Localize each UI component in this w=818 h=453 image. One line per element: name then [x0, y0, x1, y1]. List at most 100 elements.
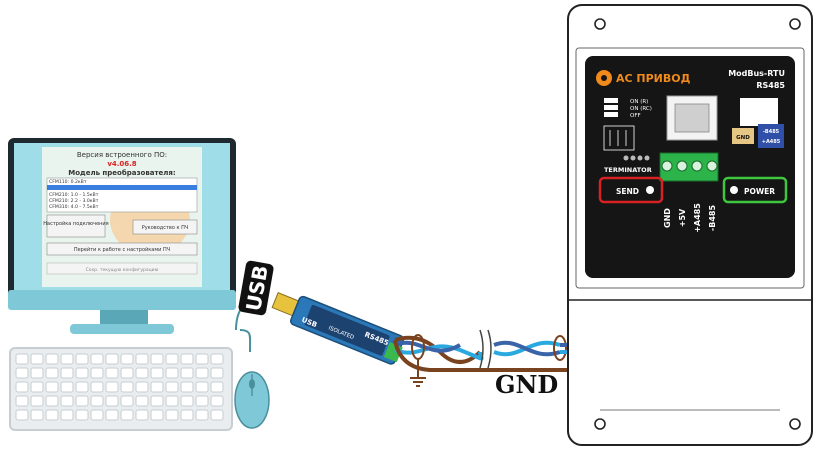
keyboard-key[interactable]: [45, 381, 59, 393]
keyboard-key[interactable]: [195, 353, 209, 365]
mouse[interactable]: [234, 371, 270, 429]
keyboard-key[interactable]: [210, 409, 224, 421]
terminal-screw[interactable]: [691, 160, 703, 172]
keyboard-key[interactable]: [45, 409, 59, 421]
model-item-5[interactable]: CFM310: 4.0 - 7.5кВт: [49, 204, 99, 210]
keyboard-key[interactable]: [105, 353, 119, 365]
keyboard-key[interactable]: [180, 395, 194, 407]
keyboard-key[interactable]: [180, 381, 194, 393]
keyboard-key[interactable]: [15, 381, 29, 393]
keyboard-key[interactable]: [30, 395, 44, 407]
keyboard-key[interactable]: [90, 409, 104, 421]
keyboard-key[interactable]: [45, 367, 59, 379]
keyboard-key[interactable]: [30, 381, 44, 393]
mount-hole-tr: [789, 18, 801, 30]
keyboard-key[interactable]: [210, 367, 224, 379]
keyboard-key[interactable]: [90, 353, 104, 365]
keyboard-key[interactable]: [210, 381, 224, 393]
keyboard-key[interactable]: [135, 395, 149, 407]
keyboard-key[interactable]: [75, 381, 89, 393]
keyboard-key[interactable]: [90, 381, 104, 393]
keyboard-key[interactable]: [135, 381, 149, 393]
keyboard-key[interactable]: [150, 395, 164, 407]
keyboard-key[interactable]: [135, 367, 149, 379]
keyboard-key[interactable]: [120, 409, 134, 421]
keyboard-key[interactable]: [105, 381, 119, 393]
keyboard-key[interactable]: [45, 353, 59, 365]
keyboard-key[interactable]: [90, 367, 104, 379]
firmware-version: v4.06.8: [107, 160, 136, 168]
keyboard-key[interactable]: [15, 353, 29, 365]
keyboard-key[interactable]: [150, 353, 164, 365]
terminal-screw[interactable]: [661, 160, 673, 172]
keyboard-key[interactable]: [165, 409, 179, 421]
keyboard-key[interactable]: [15, 395, 29, 407]
usb-rs485-adapter: USB ISOLATED RS485: [271, 292, 405, 365]
keyboard-key[interactable]: [30, 353, 44, 365]
terminal-label: +5V: [678, 208, 687, 227]
keyboard-key[interactable]: [105, 367, 119, 379]
keyboard-key[interactable]: [120, 395, 134, 407]
mount-hole-br: [789, 418, 801, 430]
model-item-4[interactable]: CFM210: 2.2 - 3.0кВт: [49, 198, 99, 204]
keyboard-key[interactable]: [165, 395, 179, 407]
model-list[interactable]: [46, 177, 198, 213]
keyboard-key[interactable]: [195, 409, 209, 421]
keyboard-key[interactable]: [15, 409, 29, 421]
keyboard-key[interactable]: [150, 381, 164, 393]
keyboard-key[interactable]: [195, 395, 209, 407]
keyboard-key[interactable]: [75, 409, 89, 421]
keyboard-key[interactable]: [195, 381, 209, 393]
keyboard-key[interactable]: [60, 367, 74, 379]
switch-off: OFF: [630, 113, 641, 119]
keyboard-key[interactable]: [30, 409, 44, 421]
send-indicator: [598, 176, 664, 204]
keyboard-key[interactable]: [120, 367, 134, 379]
keyboard-key[interactable]: [180, 367, 194, 379]
keyboard-key[interactable]: [105, 409, 119, 421]
keyboard-key[interactable]: [90, 395, 104, 407]
keyboard-key[interactable]: [75, 395, 89, 407]
keyboard-key[interactable]: [30, 367, 44, 379]
keyboard-key[interactable]: [60, 395, 74, 407]
shield-ring-right: [553, 335, 567, 361]
keyboard-key[interactable]: [120, 381, 134, 393]
keyboard-key[interactable]: [210, 395, 224, 407]
firmware-heading: Версия встроенного ПО:: [77, 151, 167, 159]
model-item-3[interactable]: CFM210: 1.0 - 1.5кВт: [49, 192, 99, 198]
keyboard-key[interactable]: [15, 367, 29, 379]
terminal-screw[interactable]: [676, 160, 688, 172]
keyboard-key[interactable]: [180, 409, 194, 421]
terminator-dip-switch[interactable]: [623, 155, 650, 161]
keyboard-key[interactable]: [60, 381, 74, 393]
brand-name: АС ПРИВОД: [616, 72, 691, 85]
keyboard-key[interactable]: [165, 381, 179, 393]
keyboard-key[interactable]: [165, 367, 179, 379]
monitor-stand: [70, 324, 174, 334]
keyboard-key[interactable]: [150, 409, 164, 421]
dip-2: [630, 155, 636, 161]
settings-button[interactable]: [46, 214, 106, 238]
keyboard-key[interactable]: [195, 367, 209, 379]
keyboard-key[interactable]: [150, 367, 164, 379]
keyboard-key[interactable]: [180, 353, 194, 365]
adapter-pcb: [304, 304, 390, 356]
terminal-screw[interactable]: [706, 160, 718, 172]
keyboard-key[interactable]: [105, 395, 119, 407]
keyboard-key[interactable]: [45, 395, 59, 407]
keyboard-key[interactable]: [210, 353, 224, 365]
terminal-screws: [661, 160, 718, 172]
keyboard-key[interactable]: [135, 353, 149, 365]
keyboard-key[interactable]: [60, 353, 74, 365]
manual-button[interactable]: [132, 219, 198, 235]
go-params-button[interactable]: [46, 242, 198, 256]
keyboard-key[interactable]: [75, 353, 89, 365]
keyboard-key[interactable]: [135, 409, 149, 421]
keyboard-key[interactable]: [165, 353, 179, 365]
keyboard-key[interactable]: [75, 367, 89, 379]
keyboard-key[interactable]: [60, 409, 74, 421]
keyboard-key[interactable]: [120, 353, 134, 365]
save-config-button[interactable]: [46, 262, 198, 275]
model-item-1[interactable]: CFM110: 0.2кВт: [49, 179, 87, 185]
